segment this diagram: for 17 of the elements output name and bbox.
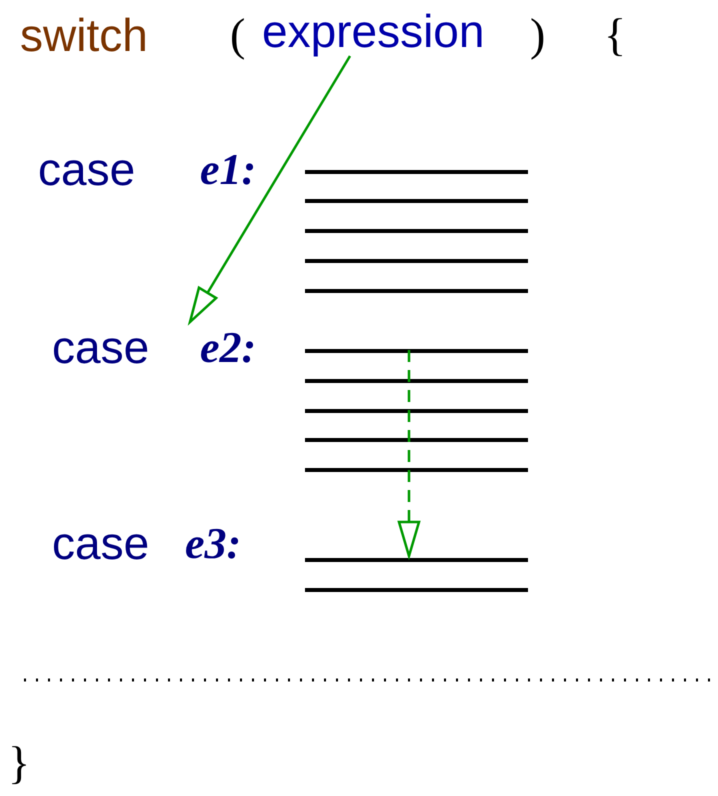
arrow: [188, 55, 352, 324]
keyword-text: case: [52, 324, 150, 370]
case-value-text: e1:: [200, 148, 256, 192]
code-lines-block: [305, 168, 528, 294]
paren-text: (: [230, 12, 246, 58]
case-value-text: e2:: [200, 326, 256, 370]
keyword-text: switch: [20, 12, 148, 58]
code-lines-block: [305, 348, 528, 474]
arrow: [398, 350, 420, 558]
expression-text: expression: [262, 8, 484, 54]
brace-text: {: [604, 12, 626, 58]
keyword-text: case: [52, 520, 150, 566]
paren-text: ): [530, 12, 546, 58]
code-lines-block: [305, 556, 528, 594]
brace-text: }: [8, 740, 30, 786]
keyword-text: case: [38, 146, 136, 192]
case-value-text: e3:: [185, 522, 242, 566]
